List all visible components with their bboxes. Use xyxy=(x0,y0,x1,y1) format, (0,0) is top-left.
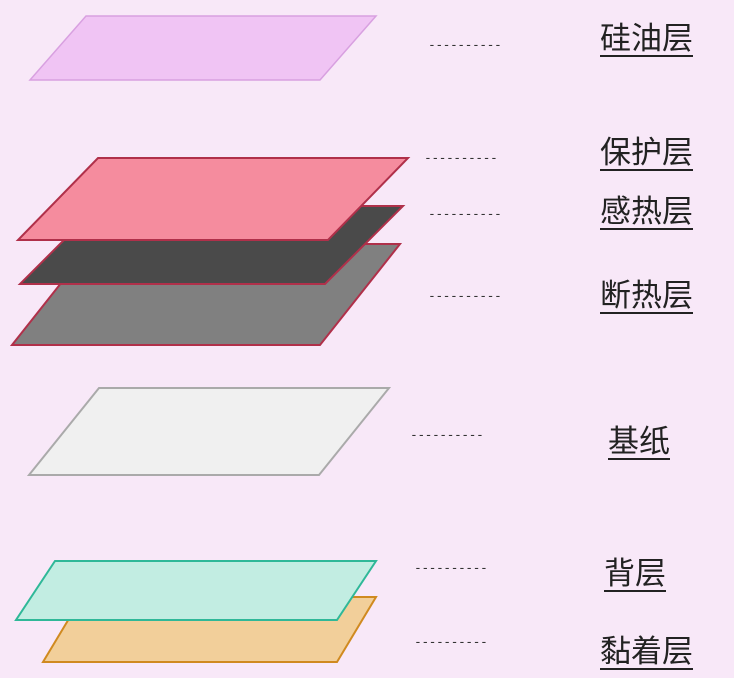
leader-line-insulation: ---------- xyxy=(428,289,502,304)
leader-line-adhesive: ---------- xyxy=(414,635,488,650)
label-thermal-layer: 感热层 xyxy=(600,194,693,230)
protective-layer-sheet xyxy=(15,157,411,241)
label-insulation-layer: 断热层 xyxy=(600,278,693,314)
label-adhesive-layer: 黏着层 xyxy=(600,634,693,670)
leader-line-back: ---------- xyxy=(414,561,488,576)
leader-line-silicone: ---------- xyxy=(428,38,502,53)
label-silicone-oil-layer: 硅油层 xyxy=(600,21,693,57)
leader-line-protective: ---------- xyxy=(424,151,498,166)
back-layer-sheet xyxy=(14,560,378,621)
base-paper-sheet xyxy=(26,387,392,476)
label-back-layer: 背层 xyxy=(604,556,666,592)
silicone-oil-layer-sheet xyxy=(28,15,378,81)
leader-line-base-paper: ---------- xyxy=(410,428,484,443)
leader-line-thermal: ---------- xyxy=(428,207,502,222)
label-protective-layer: 保护层 xyxy=(600,135,693,171)
label-base-paper: 基纸 xyxy=(608,424,670,460)
